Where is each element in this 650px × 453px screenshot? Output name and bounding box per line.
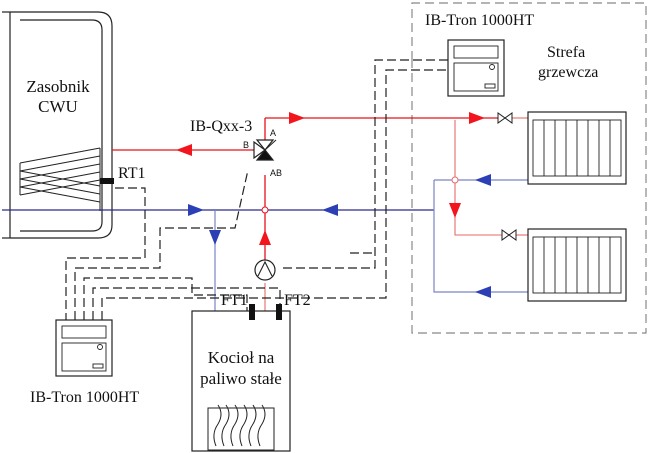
controller-bottom-label: IB-Tron 1000HT <box>30 389 139 406</box>
ft2-label: FT2 <box>284 292 311 309</box>
heating-zone-boundary <box>411 2 647 334</box>
arrow-cold-left <box>322 204 338 216</box>
radiator-valve-bottom <box>501 229 517 241</box>
valve-port-b: B <box>243 140 249 150</box>
ft2-sensor <box>276 304 282 320</box>
arrow-cold-left-top <box>475 174 491 186</box>
zone-label-line1: Strefa <box>547 44 585 61</box>
controller-bottom <box>55 319 113 377</box>
hot-pipes <box>112 117 528 262</box>
ft1-sensor <box>249 304 255 320</box>
tank-label-line1: Zasobnik <box>26 77 90 96</box>
three-way-valve <box>253 139 277 161</box>
dhw-tank: Zasobnik CWU <box>2 11 113 239</box>
controller-top <box>447 39 505 97</box>
radiator-valve-top <box>497 112 513 124</box>
junction-hot <box>451 176 459 184</box>
flame-icon <box>213 404 266 447</box>
boiler-label-line1: Kocioł na <box>208 348 275 367</box>
flow-arrows-hot <box>176 112 485 245</box>
valve-port-a: A <box>270 128 276 138</box>
flow-arrows-cold <box>188 174 491 298</box>
arrow-hot-up <box>259 230 271 245</box>
rt1-label: RT1 <box>118 165 145 182</box>
boiler-label-line2: paliwo stałe <box>200 369 282 388</box>
arrow-cold-right <box>188 204 204 216</box>
arrow-hot-right-top <box>289 112 305 124</box>
rt1-sensor <box>100 178 114 184</box>
zone-label-line2: grzewcza <box>538 64 598 81</box>
control-wiring <box>65 59 450 320</box>
arrow-hot-right-top2 <box>469 112 485 124</box>
controller-top-label: IB-Tron 1000HT <box>425 12 534 29</box>
arrow-hot-left <box>176 144 192 156</box>
solid-fuel-boiler: Kocioł na paliwo stałe <box>191 310 291 452</box>
valve-port-ab: AB <box>270 168 282 178</box>
arrow-hot-down <box>449 203 461 218</box>
arrow-cold-down <box>209 230 221 245</box>
tank-label-line2: CWU <box>38 97 78 116</box>
tank-inner-shell <box>20 19 103 232</box>
ft1-label: FT1 <box>221 292 248 309</box>
radiator-top <box>527 111 627 185</box>
junction-cold <box>261 206 269 214</box>
circulation-pump <box>254 259 276 281</box>
tank-heating-coil <box>19 147 101 211</box>
arrow-cold-left-bottom <box>475 286 491 298</box>
valve-label: IB-Qxx-3 <box>190 118 252 135</box>
radiator-bottom <box>527 228 627 302</box>
